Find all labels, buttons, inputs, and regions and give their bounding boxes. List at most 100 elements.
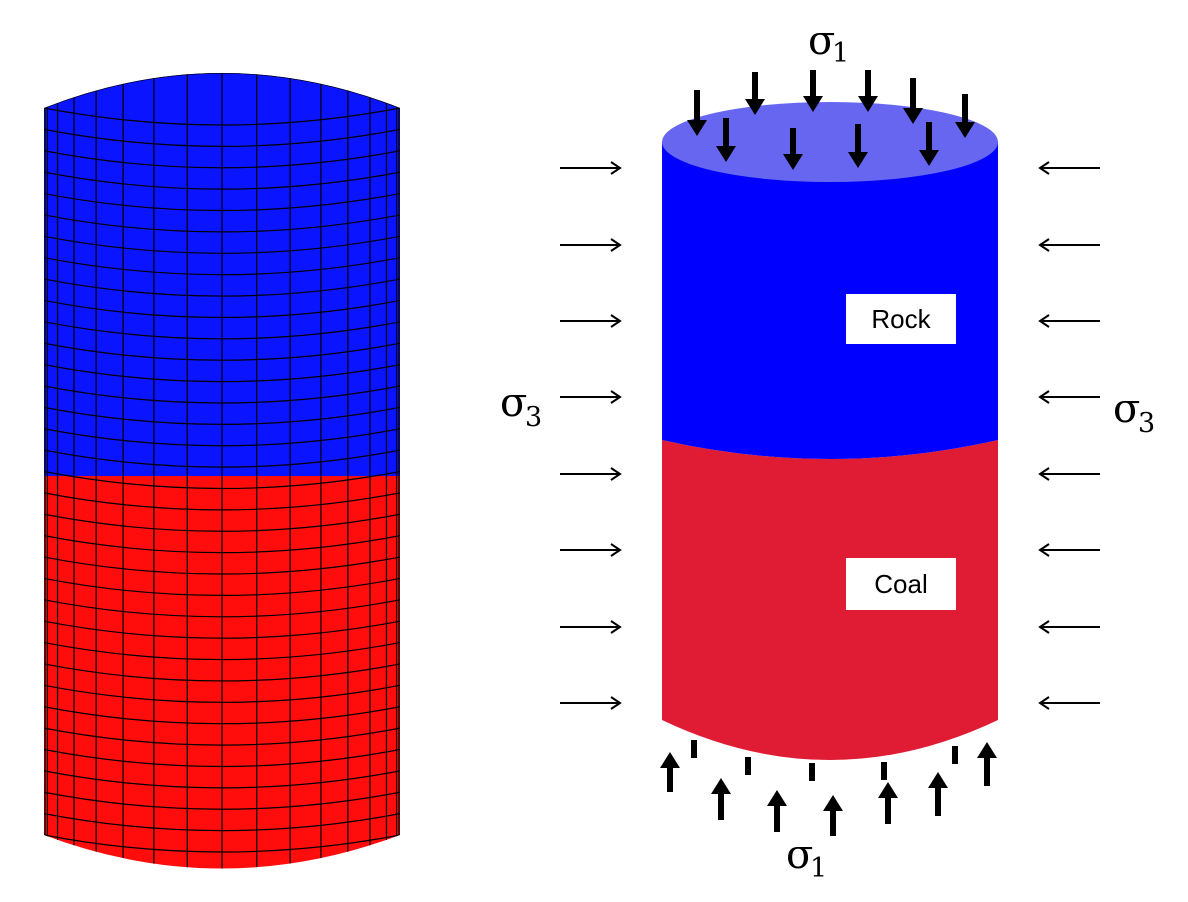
axial-arrow-down: [858, 70, 878, 112]
confining-arrow-right: [560, 390, 622, 404]
sigma1-bottom-label: σ 1: [786, 832, 827, 884]
confining-arrows-left: [560, 161, 622, 710]
sigma3-left-label: σ 3: [500, 380, 542, 433]
axial-arrow-tail: [745, 757, 751, 775]
mesh-top-edge: [44, 73, 400, 109]
mesh-horizontal-line: [44, 299, 400, 318]
axial-arrow-down: [745, 72, 765, 115]
sigma3-right-symbol: σ: [1113, 386, 1140, 432]
mesh-horizontal-line: [44, 470, 400, 490]
mesh-horizontal-line: [44, 214, 400, 233]
sigma1-top-symbol: σ: [808, 18, 835, 64]
mesh-horizontal-line: [44, 748, 400, 768]
axial-arrow-tail: [952, 746, 958, 764]
mesh-horizontal-line: [44, 513, 400, 532]
mesh-horizontal-line: [44, 641, 400, 661]
mesh-horizontal-line: [44, 321, 400, 340]
mesh-model: [44, 73, 400, 869]
sigma1-top-subscript: 1: [832, 38, 849, 69]
axial-arrow-down: [687, 90, 707, 136]
confining-arrow-left: [1038, 314, 1100, 328]
mesh-horizontal-line: [44, 428, 400, 447]
confining-arrow-left: [1038, 390, 1100, 404]
sigma3-left-symbol: σ: [500, 380, 527, 426]
axial-arrow-up: [660, 752, 680, 792]
rock-top-face: [662, 102, 998, 182]
mesh-horizontal-line: [44, 813, 400, 832]
mesh-horizontal-line: [44, 406, 400, 425]
axial-load-arrows-bottom: [660, 740, 997, 836]
axial-arrow-down: [955, 94, 975, 138]
mesh-horizontal-line: [44, 791, 400, 810]
mesh-horizontal-line: [44, 107, 400, 126]
sigma3-left-subscript: 3: [525, 402, 542, 433]
axial-arrow-down: [716, 118, 736, 162]
confining-arrow-right: [560, 696, 622, 710]
axial-arrow-tail: [881, 762, 887, 780]
axial-arrow-tail: [691, 740, 697, 758]
confining-arrow-left: [1038, 543, 1100, 557]
confining-arrow-right: [560, 238, 622, 252]
sigma3-right-label: σ 3: [1113, 386, 1155, 439]
mesh-horizontal-line: [44, 278, 400, 297]
mesh-horizontal-line: [44, 535, 400, 554]
confining-arrows-right: [1038, 161, 1100, 710]
mesh-horizontal-line: [44, 449, 400, 468]
confining-arrow-left: [1038, 696, 1100, 710]
mesh-horizontal-line: [44, 492, 400, 511]
mesh-horizontal-line: [44, 192, 400, 212]
rock-label-box: [846, 294, 956, 344]
mesh-horizontal-line: [44, 171, 400, 190]
axial-arrow-down: [803, 70, 823, 112]
confining-arrow-left: [1038, 620, 1100, 634]
sigma1-top-label: σ 1: [808, 18, 849, 69]
mesh-horizontal-line: [44, 684, 400, 703]
sigma3-right-subscript: 3: [1138, 408, 1155, 439]
axial-arrow-down: [903, 78, 923, 124]
mesh-grid-lines: [44, 73, 400, 869]
confining-arrow-right: [560, 620, 622, 634]
mesh-horizontal-line: [44, 663, 400, 682]
confining-arrow-right: [560, 467, 622, 481]
mesh-horizontal-line: [44, 620, 400, 639]
confining-arrow-right: [560, 314, 622, 328]
mesh-horizontal-line: [44, 577, 400, 596]
axial-arrow-up: [928, 772, 948, 816]
mesh-horizontal-line: [44, 834, 400, 853]
axial-arrow-tail: [809, 763, 815, 781]
mesh-horizontal-line: [44, 363, 400, 383]
confining-arrow-right: [560, 161, 622, 175]
confining-arrow-left: [1038, 161, 1100, 175]
mesh-horizontal-line: [44, 385, 400, 404]
mesh-horizontal-line: [44, 556, 400, 575]
axial-arrow-up: [711, 778, 731, 820]
sigma1-bottom-subscript: 1: [810, 853, 827, 884]
mesh-horizontal-line: [44, 706, 400, 725]
confining-arrow-right: [560, 543, 622, 557]
axial-arrow-up: [878, 782, 898, 824]
rock-label: Rock: [871, 304, 931, 334]
coal-label-box: [846, 558, 956, 610]
coal-cylinder: [662, 440, 998, 760]
confining-arrow-left: [1038, 467, 1100, 481]
confining-arrow-left: [1038, 238, 1100, 252]
mesh-horizontal-line: [44, 150, 400, 169]
mesh-horizontal-line: [44, 770, 400, 789]
axial-arrow-down: [919, 122, 939, 166]
loading-schematic: Rock Coal σ 1 σ 1 σ 3 σ 3: [500, 18, 1155, 884]
mesh-horizontal-line: [44, 342, 400, 361]
axial-arrow-up: [977, 742, 997, 786]
mesh-horizontal-line: [44, 128, 400, 147]
mesh-horizontal-line: [44, 257, 400, 276]
axial-arrow-up: [823, 795, 843, 836]
axial-arrow-down: [848, 124, 868, 168]
sigma1-bottom-symbol: σ: [786, 832, 813, 878]
axial-arrow-up: [767, 790, 787, 832]
mesh-horizontal-line: [44, 727, 400, 746]
axial-load-arrows-top: [687, 70, 975, 170]
rock-cylinder: [662, 142, 998, 459]
mesh-horizontal-line: [44, 599, 400, 618]
axial-arrow-down: [783, 128, 803, 170]
coal-label: Coal: [874, 569, 927, 599]
